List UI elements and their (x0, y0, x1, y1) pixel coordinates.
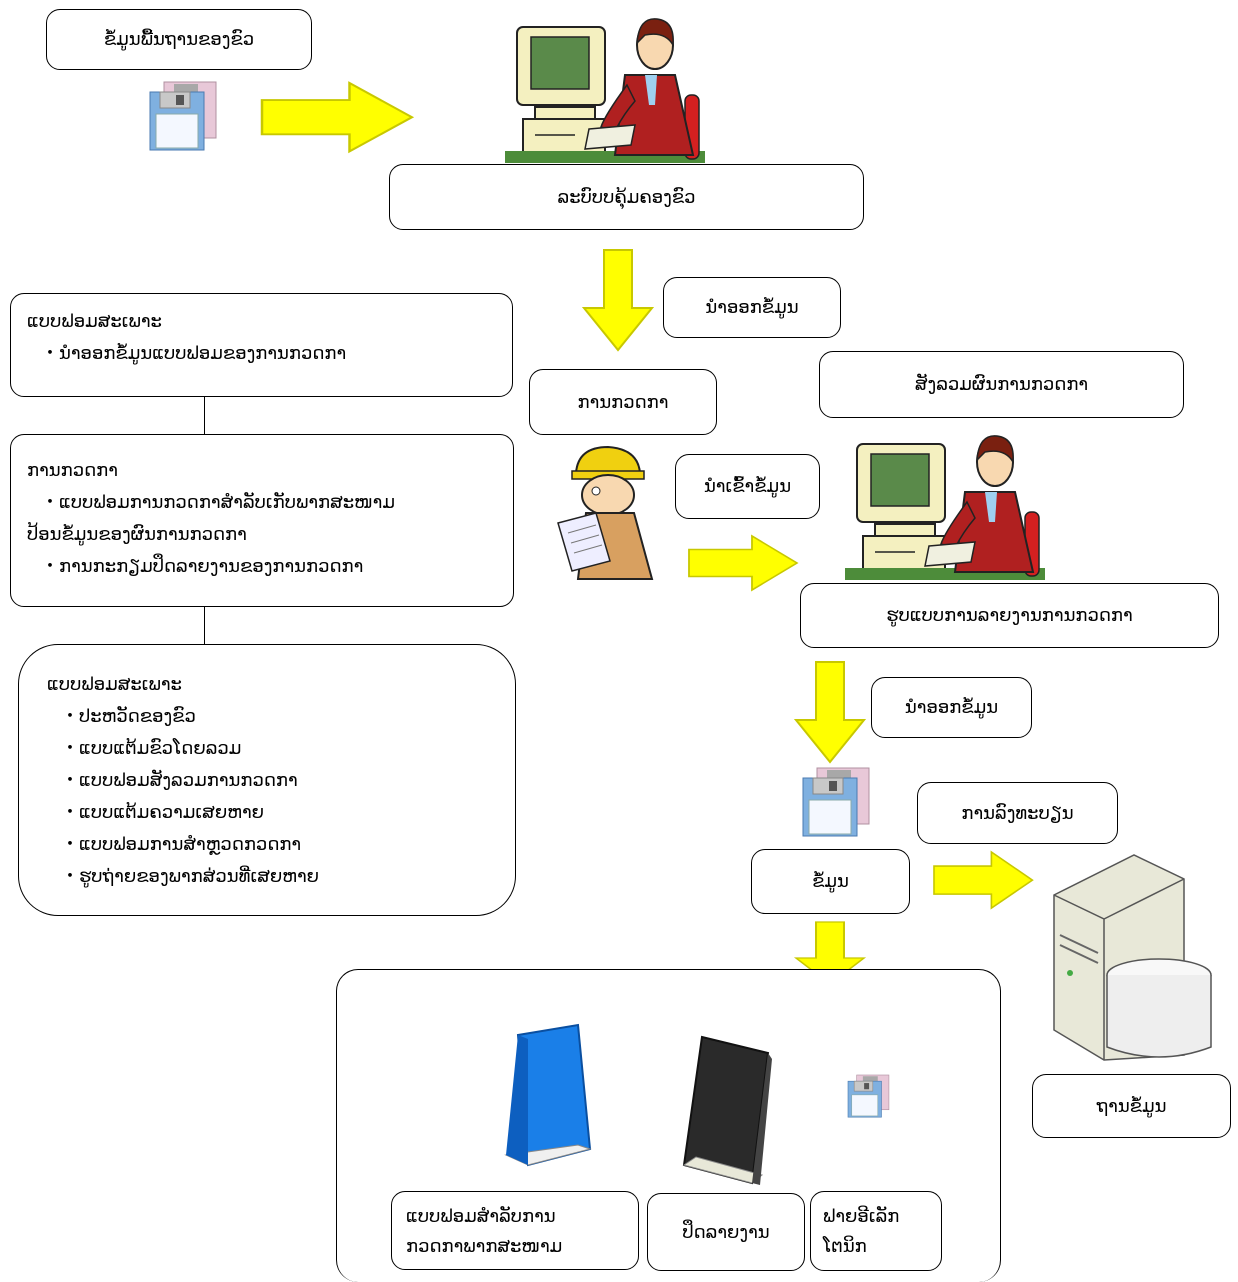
import-data-label: ນໍາເຂົ້າຂໍ້ມູນ (703, 476, 792, 497)
field-form-box: ແບບຟອມສໍາລັບການ ກວດກາພາກສະໜາມ (391, 1191, 639, 1270)
form-box-3-item: ・ແບບແຕ້ມຄວາມເສຍຫາຍ (61, 802, 265, 823)
computer-operator-icon (504, 17, 706, 164)
field-form-label-line1: ແບບຟອມສໍາລັບການ (406, 1206, 556, 1227)
export-data-label-2: ນໍາອອກຂໍ້ມູນ (904, 697, 999, 718)
electronic-file-box: ຟາຍອີເລັກ ໂຕນິກ (810, 1191, 942, 1271)
report-book-label: ປຶດລາຍງານ (682, 1221, 770, 1243)
data-box: ຂໍ້ມູນ (751, 849, 910, 914)
inspection-info-item-2: ປ້ອນຂໍ້ມູນຂອງຜົນການກວດກາ (27, 524, 247, 545)
basic-data-box: ຂໍ້ມູນພື້ນຖານຂອງຂົວ (46, 9, 312, 70)
registration-box: ການລົງທະບຽນ (917, 782, 1118, 844)
inspection-info-item-3: ・ການກະກຽມປຶດລາຍງານຂອງການກວດກາ (41, 556, 364, 577)
form-box-3-item: ・ປະຫວັດຂອງຂົວ (61, 706, 196, 727)
form-box-3-item: ・ແບບແຕ້ມຂົວໂດຍລວມ (61, 738, 242, 759)
form-box-1: ແບບຟອມສະເພາະ ・ນໍາອອກຂໍ້ມູນແບບຟອມຂອງການກວ… (10, 293, 513, 397)
black-book-icon (682, 1035, 772, 1185)
inspection-box: ການກວດກາ (529, 369, 717, 435)
form-box-3-item: ・ແບບຟອມສັງລວມການກວດກາ (61, 770, 298, 791)
form-box-3: ແບບຟອມສະເພາະ ・ປະຫວັດຂອງຂົວ ・ແບບແຕ້ມຂົວໂດ… (18, 644, 516, 916)
computer-operator-icon (844, 434, 1046, 581)
floppy-disk-icon (847, 1074, 890, 1118)
inspection-info-title: ການກວດກາ (27, 460, 118, 481)
field-inspector-icon (557, 445, 654, 580)
electronic-file-label-line2: ໂຕນິກ (823, 1236, 867, 1257)
electronic-file-label-line1: ຟາຍອີເລັກ (823, 1206, 900, 1227)
server-database-icon (1053, 854, 1212, 1061)
inspection-summary-label: ສັງລວມຜົນການກວດກາ (914, 374, 1089, 395)
floppy-disk-icon (802, 767, 870, 837)
export-data-box-1: ນໍາອອກຂໍ້ມູນ (663, 277, 841, 338)
form-box-1-item: ・ນໍາອອກຂໍ້ມູນແບບຟອມຂອງການກວດກາ (41, 343, 347, 364)
arrow-right-icon (688, 535, 798, 591)
report-format-box: ຮູບແບບການລາຍງານການກວດກາ (800, 583, 1219, 648)
export-data-label-1: ນໍາອອກຂໍ້ມູນ (705, 297, 799, 318)
inspection-info-item-1: ・ແບບຟອມການກວດກາສໍາລັບເກັບພາກສະໜາມ (41, 492, 395, 513)
report-format-label: ຮູບແບບການລາຍງານການກວດກາ (886, 605, 1133, 626)
blue-book-icon (504, 1023, 592, 1167)
form-box-3-item: ・ຮູບຖ່າຍຂອງພາກສ່ວນທີ່ເສຍຫາຍ (61, 866, 320, 887)
management-system-label: ລະບົບບຄຸ້ມຄອງຂົວ (557, 186, 696, 208)
inspection-label: ການກວດກາ (577, 391, 669, 413)
connector-line-2 (204, 607, 205, 644)
arrow-down-icon (583, 249, 653, 351)
connector-line-1 (204, 397, 205, 434)
floppy-disk-icon (149, 81, 217, 151)
arrow-right-icon (933, 851, 1034, 909)
form-box-3-item: ・ແບບຟອມການສໍາຫຼວດກວດກາ (61, 834, 302, 855)
registration-label: ການລົງທະບຽນ (961, 802, 1074, 824)
form-box-3-title: ແບບຟອມສະເພາະ (47, 674, 182, 695)
field-form-label-line2: ກວດກາພາກສະໜາມ (406, 1236, 563, 1257)
import-data-box: ນໍາເຂົ້າຂໍ້ມູນ (675, 454, 820, 519)
database-box: ຖານຂໍ້ມູນ (1032, 1074, 1231, 1138)
inspection-info-box: ການກວດກາ ・ແບບຟອມການກວດກາສໍາລັບເກັບພາກສະໜ… (10, 434, 514, 607)
arrow-down-icon (795, 661, 865, 763)
form-box-1-title: ແບບຟອມສະເພາະ (27, 311, 162, 332)
arrow-right-icon (260, 81, 414, 153)
report-book-box: ປຶດລາຍງານ (647, 1193, 805, 1271)
basic-data-label: ຂໍ້ມູນພື້ນຖານຂອງຂົວ (103, 29, 255, 50)
database-label: ຖານຂໍ້ມູນ (1096, 1095, 1167, 1117)
inspection-summary-box: ສັງລວມຜົນການກວດກາ (819, 351, 1184, 418)
management-system-box: ລະບົບບຄຸ້ມຄອງຂົວ (389, 164, 864, 230)
export-data-box-2: ນໍາອອກຂໍ້ມູນ (871, 677, 1032, 738)
data-label: ຂໍ້ມູນ (812, 871, 849, 892)
